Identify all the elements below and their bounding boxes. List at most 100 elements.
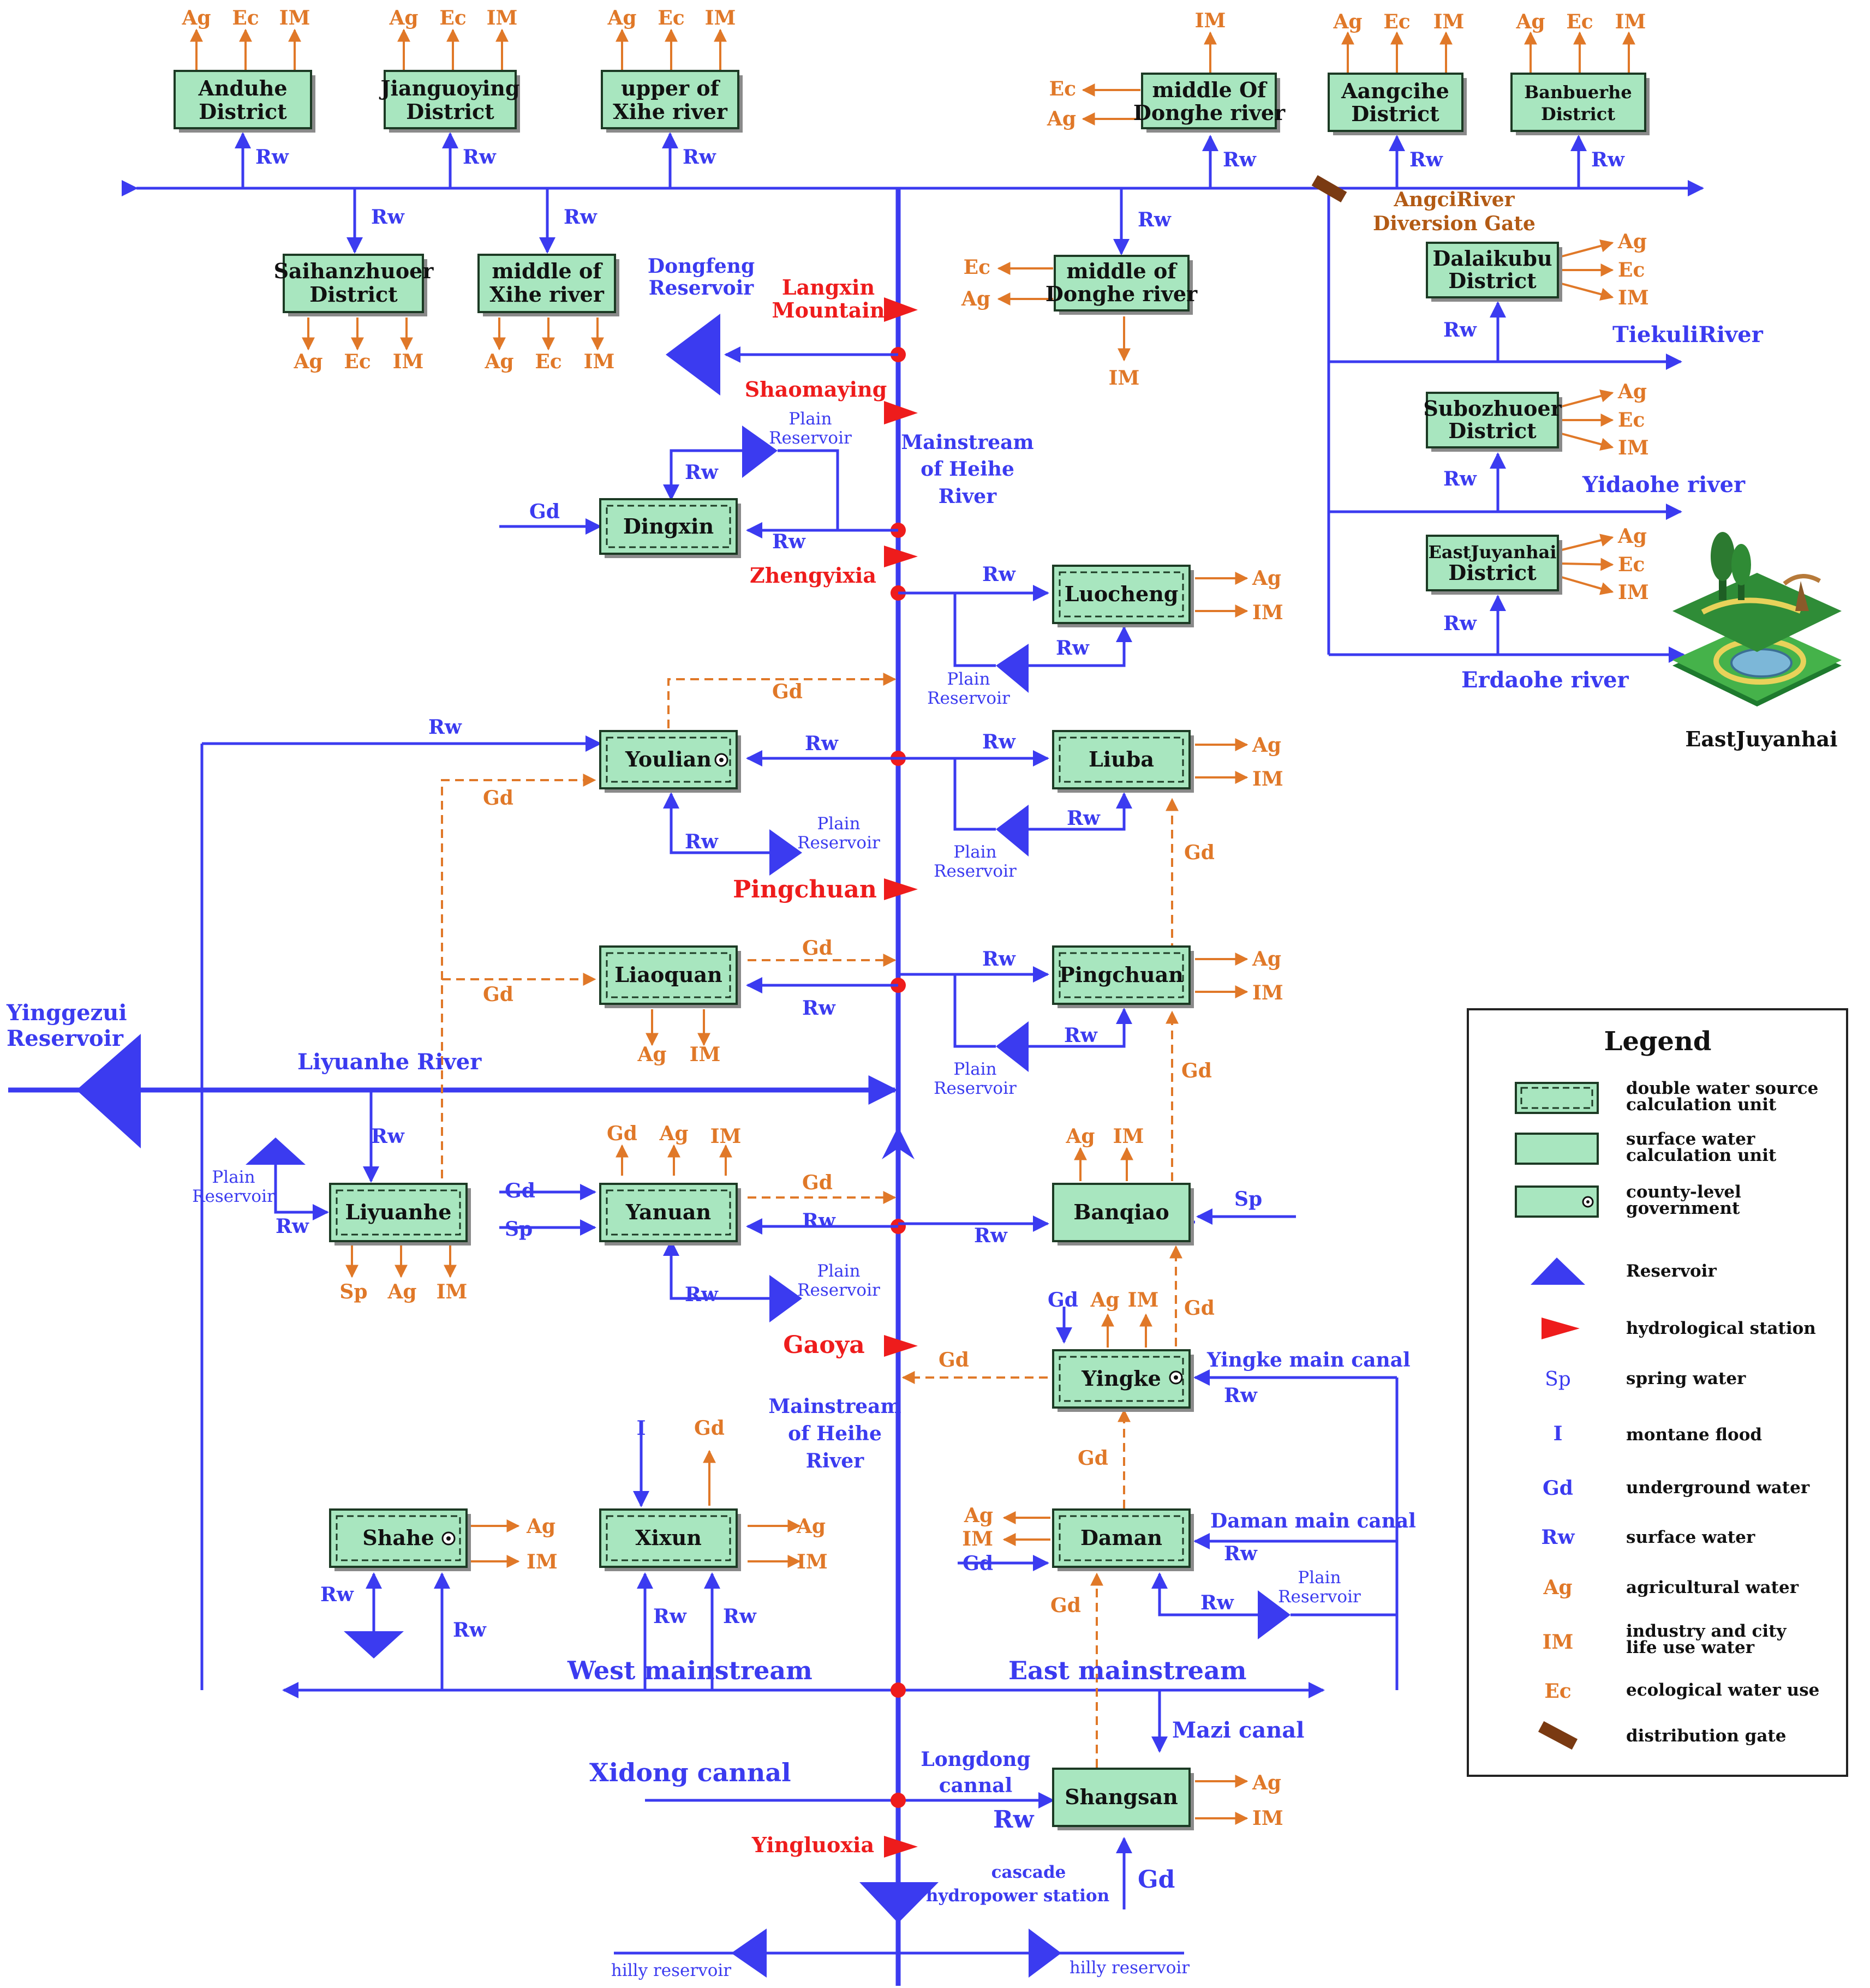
unit-pingchuan[interactable]: Pingchuan — [1052, 945, 1194, 1008]
plain-reservoir-label: Reservoir — [797, 1280, 880, 1300]
groundwater-links — [441, 673, 1182, 1768]
unit-youlian[interactable]: Youlian — [599, 730, 741, 793]
unit-banqiao[interactable]: Banqiao — [1052, 1183, 1194, 1246]
legend-rw-code: Rw — [1542, 1526, 1575, 1549]
legend-sp: spring water — [1626, 1369, 1746, 1388]
unit-shahe[interactable]: Shahe — [329, 1508, 471, 1571]
mainstream-heihe-label: of Heihe — [788, 1422, 882, 1445]
unit-luocheng[interactable]: Luocheng — [1052, 565, 1194, 627]
ag-label: Ag — [1252, 734, 1281, 757]
unit-yingke[interactable]: Yingke — [1052, 1349, 1194, 1412]
ag-label: Ag — [1617, 230, 1647, 253]
im-label: IM — [1195, 9, 1226, 32]
plain-reservoir-label: Plain — [212, 1167, 255, 1187]
mainstream-heihe-label: River — [806, 1450, 864, 1472]
ec-label: Ec — [232, 7, 259, 29]
unit-daman[interactable]: Daman — [1052, 1508, 1194, 1571]
gd-label: Gd — [1184, 1297, 1215, 1320]
rw-label: Rw — [1067, 807, 1101, 830]
ag-label: Ag — [293, 350, 322, 373]
unit-liyuanhe[interactable]: Liyuanhe — [329, 1183, 471, 1246]
ag-label: Ag — [1065, 1125, 1095, 1148]
zhengyixia-label: Zhengyixia — [750, 563, 876, 588]
plain-reservoir-label: Reservoir — [934, 861, 1017, 881]
unit-liuba[interactable]: Liuba — [1052, 730, 1194, 793]
ec-label: Ec — [344, 350, 371, 373]
plain-reservoir-label: Reservoir — [769, 428, 852, 448]
river-network — [8, 180, 1704, 1986]
rw-label: Rw — [1224, 1542, 1258, 1565]
unit-yanuan[interactable]: Yanuan — [599, 1183, 741, 1246]
unit-xixun[interactable]: Xixun — [599, 1508, 741, 1571]
rw-label: Rw — [453, 1619, 487, 1642]
legend-gate-icon — [1538, 1721, 1578, 1750]
rw-label: Rw — [802, 997, 836, 1020]
plain-reservoir-label: Plain — [817, 1261, 860, 1281]
unit-liaoquan[interactable]: Liaoquan — [599, 945, 741, 1008]
gd-label: Gd — [1048, 1289, 1078, 1312]
gd-label: Gd — [483, 787, 513, 810]
rw-label: Rw — [428, 716, 462, 739]
rw-label: Rw — [1224, 1384, 1258, 1407]
unit-name: middle of — [1066, 259, 1178, 283]
unit-dingxin[interactable]: Dingxin — [599, 498, 741, 558]
legend-double-unit: double water source — [1626, 1079, 1818, 1098]
gd-label: Gd — [963, 1552, 993, 1575]
legend-surface-unit: surface water — [1626, 1129, 1755, 1149]
i-label: I — [637, 1417, 646, 1440]
rw-label: Rw — [371, 1125, 405, 1148]
im-label: IM — [1252, 601, 1283, 624]
station-shaomaying — [884, 401, 918, 424]
ag-label: Ag — [1617, 380, 1647, 403]
plain-reservoir-icon — [742, 426, 778, 478]
legend-county-gov: government — [1626, 1199, 1740, 1218]
unit-name: Liuba — [1089, 747, 1154, 771]
gd-label: Gd — [939, 1349, 969, 1372]
legend-gd-code: Gd — [1543, 1477, 1573, 1500]
unit-name: Anduhe — [198, 76, 287, 100]
unit-name: Dingxin — [623, 514, 714, 538]
im-label: IM — [393, 350, 424, 373]
plain-reservoir-label: Plain — [817, 814, 860, 834]
unit-shangsan[interactable]: Shangsan — [1052, 1768, 1194, 1830]
unit-name: District — [1448, 268, 1537, 293]
legend-im: industry and city — [1626, 1621, 1787, 1641]
ec-label: Ec — [658, 7, 684, 29]
gd-label: Gd — [1181, 1059, 1212, 1082]
mainstream-heihe-label: River — [939, 485, 997, 508]
mazi-canal-label: Mazi canal — [1172, 1717, 1305, 1743]
im-label: IM — [1618, 286, 1649, 309]
ag-label: Ag — [637, 1043, 666, 1066]
im-label: IM — [437, 1280, 468, 1303]
yingke-main-canal-label: Yingke main canal — [1206, 1349, 1411, 1372]
legend-i: montane flood — [1626, 1425, 1762, 1445]
plain-reservoir-label: Plain — [947, 669, 990, 689]
ec-label: Ec — [1618, 409, 1645, 432]
cascade-station-label: hydropower station — [926, 1886, 1109, 1906]
ec-label: Ec — [1383, 10, 1410, 33]
ag-label: Ag — [526, 1515, 555, 1538]
unit-name: District — [1541, 104, 1615, 124]
rw-label: Rw — [685, 1283, 719, 1306]
rw-label: Rw — [371, 206, 405, 229]
ag-label: Ag — [389, 7, 418, 29]
rw-label: Rw — [685, 461, 719, 484]
im-label: IM — [487, 7, 518, 29]
plain-reservoir-label: Reservoir — [1278, 1587, 1361, 1607]
unit-name: District — [1448, 560, 1537, 585]
plain-reservoir-label: Plain — [953, 1059, 996, 1079]
ec-label: Ec — [964, 256, 990, 279]
yinggezui-reservoir-label: Yinggezui — [6, 1000, 127, 1026]
